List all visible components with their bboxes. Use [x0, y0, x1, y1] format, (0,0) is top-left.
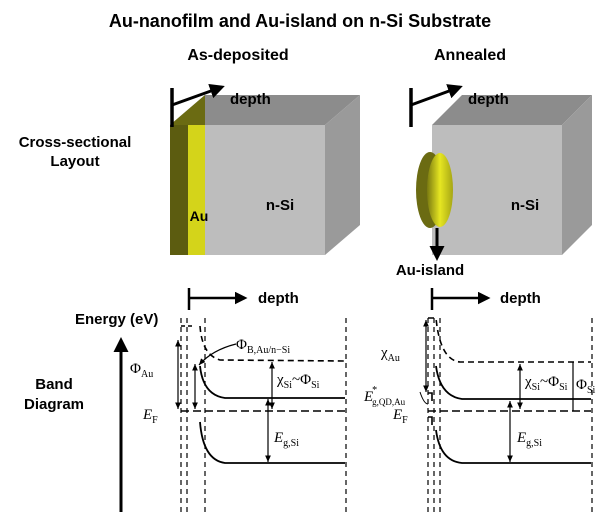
- au-film-front: [188, 125, 205, 255]
- si-block-top-right: [432, 95, 592, 125]
- conduction-band-left: [199, 365, 345, 399]
- au-film-edge: [170, 125, 188, 255]
- energy-axis-label: Energy (eV): [75, 311, 158, 328]
- ef-label-right: EF: [392, 407, 408, 426]
- phi-si-label: ΦSi: [576, 377, 596, 396]
- vacuum-level-si: [199, 325, 346, 362]
- valence-band-left: [199, 421, 345, 464]
- as-deposited-band-labels: ΦAu ΦB,Au/n−Si χSi~ΦSi EF Eg,Si: [130, 337, 320, 449]
- annealed-band-diagram: [419, 317, 593, 512]
- column-heading-annealed: Annealed: [434, 47, 506, 64]
- row-label-band-1: Band: [35, 376, 73, 393]
- qd-conduction-edge: [428, 392, 433, 401]
- row-label-cross-section-1: Cross-sectional: [19, 134, 132, 151]
- depth-label-top-left: depth: [230, 91, 271, 108]
- row-label-cross-section-2: Layout: [50, 153, 99, 170]
- si-block-side: [325, 95, 360, 255]
- qd-valence-edge: [428, 416, 433, 425]
- au-island-front: [427, 153, 453, 227]
- depth-label-bottom-left: depth: [258, 290, 299, 307]
- vacuum-level-annealed: [428, 317, 591, 363]
- n-si-label-left: n-Si: [266, 197, 294, 214]
- ef-label-left: EF: [142, 407, 158, 426]
- chi-si-phi-si-label-left: χSi~ΦSi: [276, 372, 320, 391]
- eg-qd-leader: [419, 391, 429, 405]
- eg-si-label-left: Eg,Si: [273, 430, 299, 449]
- annealed-cross-section: n-Si depth Au-island: [396, 84, 592, 279]
- au-label: Au: [190, 208, 209, 224]
- si-block-front-right: [432, 125, 562, 255]
- chi-si-phi-si-label-right: χSi~ΦSi: [524, 374, 568, 393]
- eg-qd-label: E*g,QD,Au: [363, 385, 406, 407]
- column-heading-as-deposited: As-deposited: [187, 47, 288, 64]
- phi-au-label: ΦAu: [130, 361, 153, 380]
- figure-title: Au-nanofilm and Au-island on n-Si Substr…: [109, 11, 491, 31]
- depth-arrow-left: [171, 84, 225, 107]
- n-si-label-right: n-Si: [511, 197, 539, 214]
- depth-label-bottom-right: depth: [500, 290, 541, 307]
- depth-label-top-right: depth: [468, 91, 509, 108]
- si-block-front: [205, 125, 325, 255]
- annealed-band-labels: χAu χSi~ΦSi ΦSi E*g,QD,Au EF Eg,Si: [363, 345, 596, 449]
- au-island-label: Au-island: [396, 262, 464, 279]
- as-deposited-cross-section: Au n-Si depth: [170, 84, 360, 255]
- valence-band-right: [435, 429, 591, 464]
- chi-au-label: χAu: [380, 345, 400, 364]
- depth-arrow-right: [410, 84, 463, 107]
- as-deposited-band-diagram: [175, 318, 347, 512]
- phi-b-leader: [198, 343, 237, 366]
- row-label-band-2: Diagram: [24, 396, 84, 413]
- conduction-band-right: [435, 365, 591, 400]
- phi-b-label: ΦB,Au/n−Si: [236, 337, 290, 356]
- si-block-side-right: [562, 95, 592, 255]
- si-block-top: [170, 95, 360, 125]
- eg-si-label-right: Eg,Si: [516, 430, 542, 449]
